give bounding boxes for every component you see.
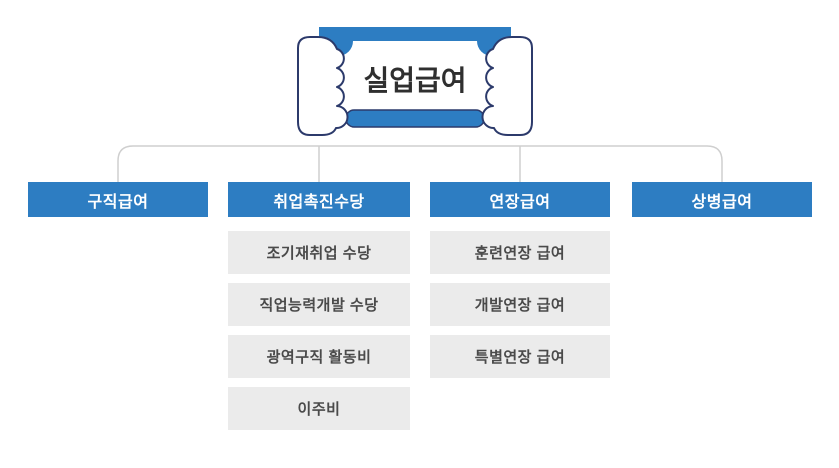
left-hand-icon — [297, 36, 349, 136]
category-job-seeking-benefit: 구직급여 — [28, 182, 208, 217]
connector-outer-branch — [117, 145, 723, 182]
sub-item-training-extension-benefit: 훈련연장 급여 — [430, 231, 610, 274]
category-sickness-benefit: 상병급여 — [632, 182, 812, 217]
sign-frame — [319, 27, 511, 95]
sub-item-moving-expenses: 이주비 — [228, 387, 410, 430]
right-hand-icon — [481, 36, 533, 136]
banner-title: 실업급여 — [363, 65, 466, 96]
category-extended-benefit: 연장급여 — [430, 182, 610, 217]
sub-item-development-extension-benefit: 개발연장 급여 — [430, 283, 610, 326]
sub-item-special-extension-benefit: 특별연장 급여 — [430, 335, 610, 378]
sub-item-vocational-ability-development-allowance: 직업능력개발 수당 — [228, 283, 410, 326]
sign-bottom-bar — [345, 109, 485, 128]
connector-lines — [117, 145, 723, 182]
sub-item-early-reemployment-allowance: 조기재취업 수당 — [228, 231, 410, 274]
sub-item-wide-area-job-seeking-expenses: 광역구직 활동비 — [228, 335, 410, 378]
hands-holding-sign-icon: 실업급여 — [297, 27, 533, 136]
sign-plaque — [338, 41, 492, 110]
category-employment-promotion-allowance: 취업촉진수당 — [228, 182, 410, 217]
